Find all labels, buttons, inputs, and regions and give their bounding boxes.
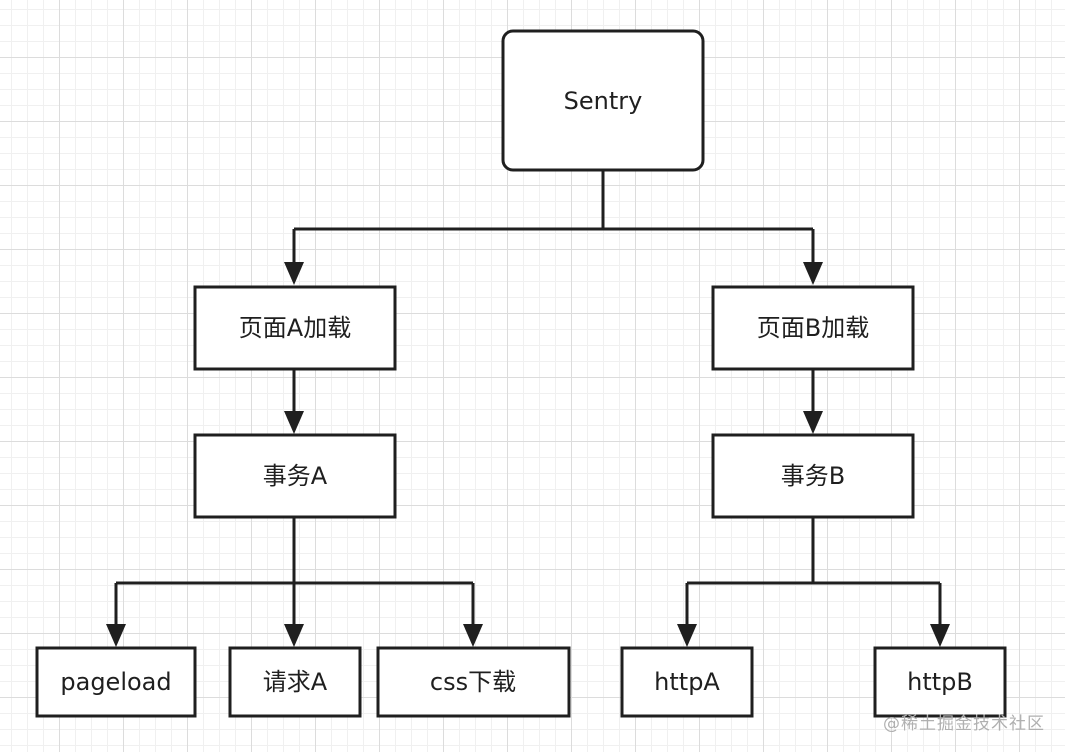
node-http-a-label: httpA: [654, 668, 720, 696]
node-txn-b: 事务B: [711, 433, 915, 519]
node-sentry: Sentry: [501, 29, 705, 172]
arrow-txn-a: [284, 411, 304, 434]
arrow-heads: [106, 262, 950, 647]
arrow-pageload: [106, 624, 126, 647]
node-pageload-label: pageload: [60, 668, 171, 696]
arrow-css: [463, 624, 483, 647]
arrow-page-b: [803, 262, 823, 285]
node-css: css下载: [376, 646, 571, 718]
node-request-a-label: 请求A: [263, 668, 328, 696]
node-page-b-label: 页面B加载: [757, 314, 869, 342]
arrow-page-a: [284, 262, 304, 285]
node-http-b: httpB: [873, 646, 1007, 718]
arrow-http-b: [930, 624, 950, 647]
node-txn-a: 事务A: [193, 433, 397, 519]
node-txn-b-label: 事务B: [781, 462, 845, 490]
node-request-a: 请求A: [228, 646, 362, 718]
node-page-b: 页面B加载: [711, 285, 915, 371]
node-pageload: pageload: [35, 646, 197, 718]
node-page-a-label: 页面A加载: [239, 314, 351, 342]
node-page-a: 页面A加载: [193, 285, 397, 371]
node-css-label: css下载: [430, 668, 516, 696]
arrow-request-a: [284, 624, 304, 647]
node-txn-a-label: 事务A: [263, 462, 328, 490]
arrow-http-a: [677, 624, 697, 647]
node-http-a: httpA: [620, 646, 754, 718]
edges: [114, 170, 942, 628]
arrow-txn-b: [803, 411, 823, 434]
watermark: @稀土掘金技术社区: [883, 714, 1045, 734]
node-sentry-label: Sentry: [564, 87, 643, 115]
node-http-b-label: httpB: [907, 668, 973, 696]
